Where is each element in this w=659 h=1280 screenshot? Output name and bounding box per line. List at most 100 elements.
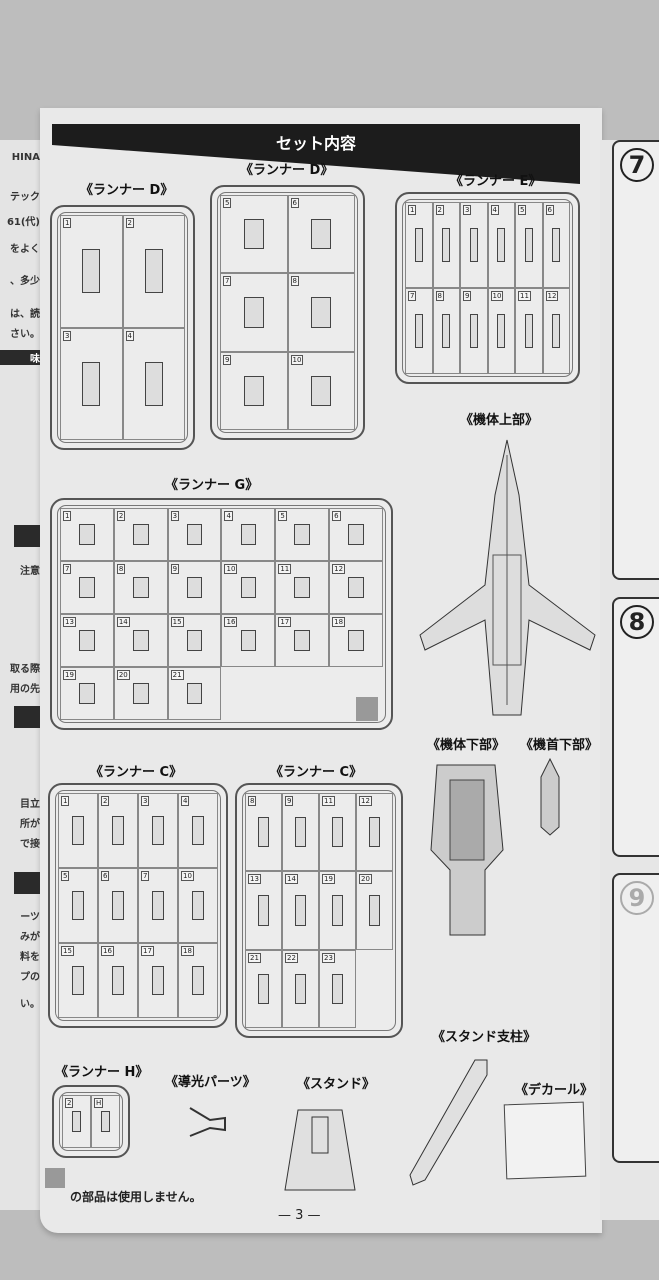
part-number: 8: [435, 291, 444, 301]
part-number: 15: [61, 946, 74, 956]
runner-cell: 7: [220, 273, 288, 352]
left-page-fragment: は、読: [10, 309, 40, 320]
right-page-edge: 7 8 9: [600, 140, 659, 1220]
left-page-fragment: 所が: [20, 819, 40, 830]
runner-cell: 6: [542, 202, 570, 288]
runner-cell: 10: [178, 868, 218, 943]
part-shape: [243, 375, 264, 407]
runner-cell: 3: [167, 508, 222, 561]
part-shape: [192, 815, 204, 846]
part-number: 10: [224, 564, 238, 574]
part-number: 12: [545, 291, 559, 301]
runner-e-label: 《ランナー E》: [450, 174, 542, 189]
part-number: 1: [408, 205, 417, 215]
stand-pillar-drawing: [409, 1059, 488, 1186]
runner-cell: 20: [113, 667, 168, 720]
part-shape: [552, 228, 561, 262]
runner-cell: 4: [178, 793, 218, 868]
runner-cell: 16: [221, 614, 276, 667]
part-number: 8: [290, 276, 299, 287]
part-shape: [295, 895, 306, 926]
runner-cell: 5: [220, 195, 288, 274]
runner-cell: 11: [515, 288, 543, 374]
part-number: 9: [463, 291, 472, 301]
left-page-fragment: 料を: [20, 952, 40, 963]
part-shape: [497, 314, 506, 348]
part-shape: [112, 965, 124, 996]
part-number: 14: [285, 874, 298, 885]
part-shape: [258, 895, 269, 926]
unused-note: の部品は使用しません。: [70, 1190, 202, 1204]
stand-label: 《スタンド》: [297, 1077, 376, 1092]
left-page-fragment: 取る際: [10, 664, 40, 675]
part-number: 11: [518, 291, 531, 301]
part-number: 10: [181, 871, 194, 881]
part-number: 18: [332, 617, 346, 627]
part-number: 6: [545, 205, 554, 215]
part-number: 4: [181, 796, 190, 806]
part-number: 6: [101, 871, 110, 881]
part-shape: [311, 218, 332, 250]
part-shape: [258, 973, 269, 1005]
runner-cell: 1: [60, 215, 123, 328]
part-number: 19: [322, 874, 335, 885]
part-shape: [192, 890, 204, 921]
runner-d-right-label: 《ランナー D》: [240, 163, 334, 178]
part-shape: [414, 228, 423, 262]
decal-label: 《デカール》: [515, 1083, 594, 1098]
part-shape: [243, 218, 264, 250]
part-number: 3: [463, 205, 472, 215]
left-page-fragment: で接: [20, 839, 40, 850]
part-number: 7: [63, 564, 72, 574]
runner-cell: 8: [432, 288, 460, 374]
part-number: 9: [285, 796, 294, 806]
left-page-fragment: い。: [20, 999, 40, 1010]
part-shape: [186, 524, 203, 545]
part-shape: [294, 524, 310, 545]
step-7: 7: [612, 140, 659, 580]
runner-c-left-label: 《ランナー C》: [90, 765, 183, 780]
runner-cell: 15: [167, 614, 222, 667]
part-shape: [524, 314, 533, 348]
left-page-fragment: 、多少: [10, 276, 40, 287]
runner-cell: 5: [58, 868, 98, 943]
part-shape: [369, 816, 380, 848]
part-number: 10: [290, 354, 304, 365]
part-number: 7: [141, 871, 150, 881]
part-number: 2: [435, 205, 444, 215]
runner-cell: 18: [329, 614, 383, 667]
runner-cell: 9: [282, 793, 319, 872]
runner-cell: 10: [287, 351, 355, 430]
part-shape: [144, 249, 163, 294]
runner-cell: 2: [62, 1095, 91, 1148]
part-shape: [152, 890, 164, 921]
part-shape: [132, 683, 149, 704]
part-number: 5: [278, 511, 287, 521]
part-shape: [240, 524, 257, 545]
part-number: 13: [248, 874, 261, 885]
part-shape: [295, 973, 306, 1005]
nose-lower-drawing: [540, 757, 560, 836]
left-page-fragment: みが: [20, 932, 40, 943]
runner-cell: 17: [138, 943, 178, 1018]
part-shape: [101, 1111, 110, 1132]
part-shape: [82, 249, 101, 294]
lower-body-label: 《機体下部》: [427, 738, 506, 753]
page-number: — 3 —: [278, 1208, 321, 1223]
part-number: 21: [170, 670, 184, 680]
runner-cell: 16: [98, 943, 138, 1018]
part-shape: [152, 965, 164, 996]
runner-cell: 1: [405, 202, 433, 288]
runner-cell: 12: [356, 793, 393, 872]
left-page-fragment: プの: [20, 972, 40, 983]
part-number: 8: [116, 564, 126, 574]
stand-pillar-label: 《スタンド支柱》: [432, 1030, 537, 1045]
part-shape: [79, 630, 95, 651]
part-shape: [552, 314, 561, 348]
runner-cell: 2: [98, 793, 138, 868]
part-shape: [469, 228, 478, 262]
left-page-heading-bar: [14, 706, 40, 728]
